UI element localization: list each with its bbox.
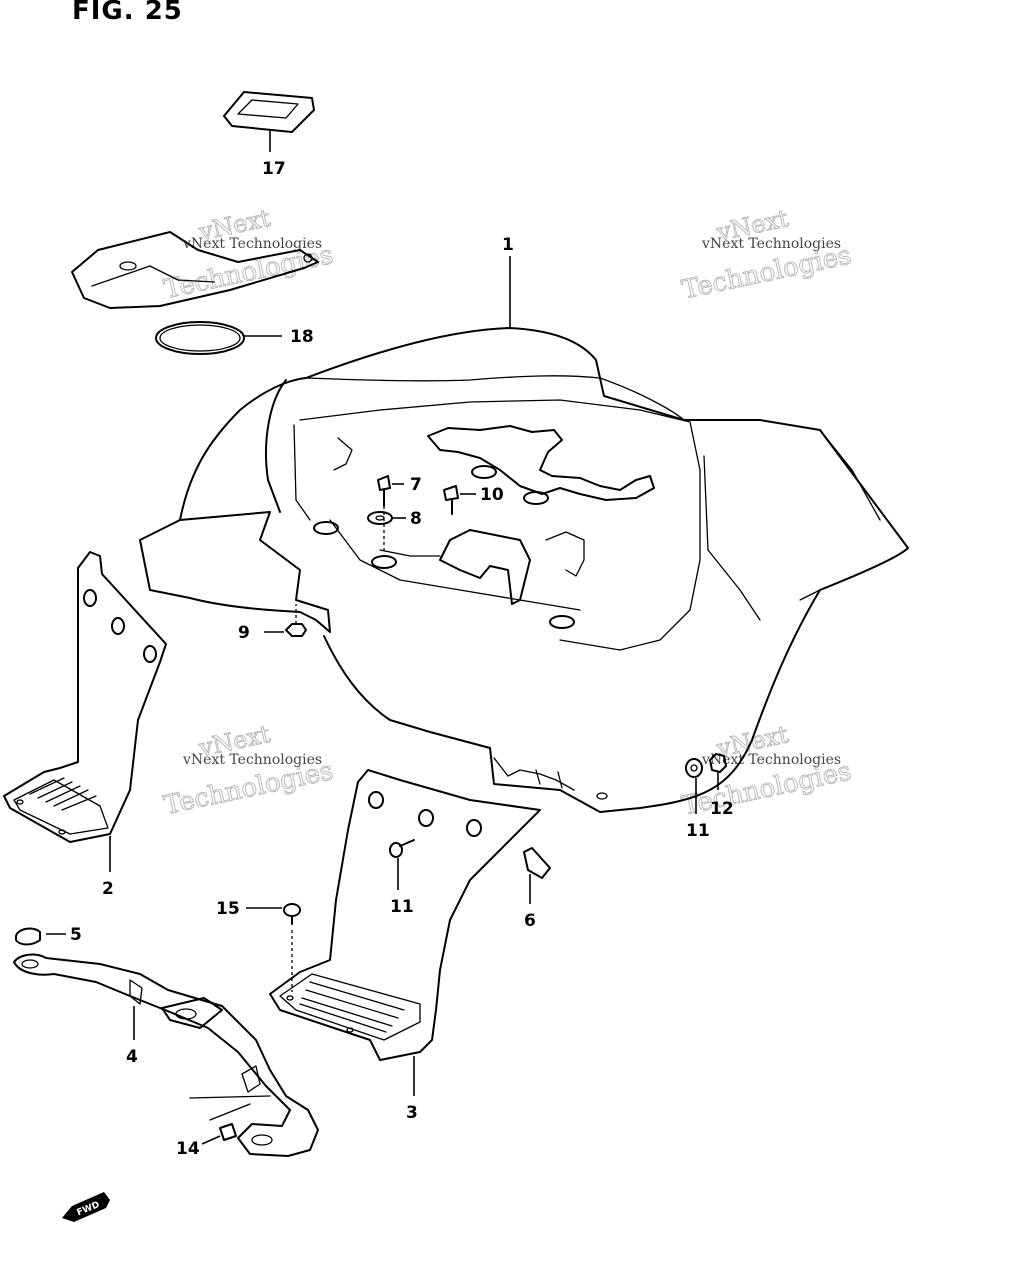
callout-4: 4 bbox=[126, 1047, 138, 1067]
figure-title: FIG. 25 bbox=[72, 0, 183, 26]
callout-10: 10 bbox=[480, 485, 504, 505]
part-12-washer bbox=[685, 758, 703, 814]
watermark-top-right: Technologies vNext vNext Technologies bbox=[679, 204, 854, 306]
part-13-nut bbox=[709, 753, 727, 790]
part-17-plate bbox=[223, 91, 315, 152]
watermark-mid-right: Technologies vNext vNext Technologies bbox=[679, 720, 854, 822]
callout-2: 2 bbox=[102, 879, 114, 899]
callout-15: 15 bbox=[216, 899, 240, 919]
callout-14: 14 bbox=[176, 1139, 200, 1159]
part-3-right-guard bbox=[269, 769, 541, 1096]
callout-7: 7 bbox=[410, 475, 422, 495]
part-11-clip bbox=[389, 839, 415, 890]
part-18-ring bbox=[155, 321, 282, 355]
watermark-text: vNext Technologies bbox=[182, 236, 322, 252]
callout-13: 12 bbox=[710, 799, 734, 819]
part-6-tag bbox=[523, 847, 551, 904]
part-2-left-guard bbox=[3, 551, 167, 872]
part-14-bolt bbox=[189, 1095, 271, 1145]
part-cover bbox=[71, 231, 319, 309]
callout-1: 1 bbox=[502, 235, 514, 255]
callout-8: 8 bbox=[410, 509, 422, 529]
callout-18: 18 bbox=[290, 327, 314, 347]
direction-marker-icon: FWD bbox=[62, 1192, 110, 1222]
callout-17: 17 bbox=[262, 159, 286, 179]
callout-12: 11 bbox=[686, 821, 710, 841]
part-1-main-fender bbox=[139, 256, 909, 813]
callout-11: 11 bbox=[390, 897, 414, 917]
watermark-text: vNext Technologies bbox=[701, 752, 841, 768]
part-15-screw bbox=[246, 903, 301, 992]
part-8-washer bbox=[367, 511, 406, 525]
part-7-bolt bbox=[377, 475, 404, 552]
part-4-bar bbox=[13, 953, 319, 1157]
callout-3: 3 bbox=[406, 1103, 418, 1123]
watermark-text: vNext Technologies bbox=[182, 752, 322, 768]
part-9-nut bbox=[264, 604, 307, 637]
callout-9: 9 bbox=[238, 623, 250, 643]
watermark-mid-left: Technologies vNext vNext Technologies bbox=[161, 719, 336, 821]
part-10-bolt bbox=[443, 485, 476, 515]
part-5-cap bbox=[15, 927, 66, 946]
callout-5: 5 bbox=[70, 925, 82, 945]
callout-6: 6 bbox=[524, 911, 536, 931]
watermark-text: vNext Technologies bbox=[701, 236, 841, 252]
